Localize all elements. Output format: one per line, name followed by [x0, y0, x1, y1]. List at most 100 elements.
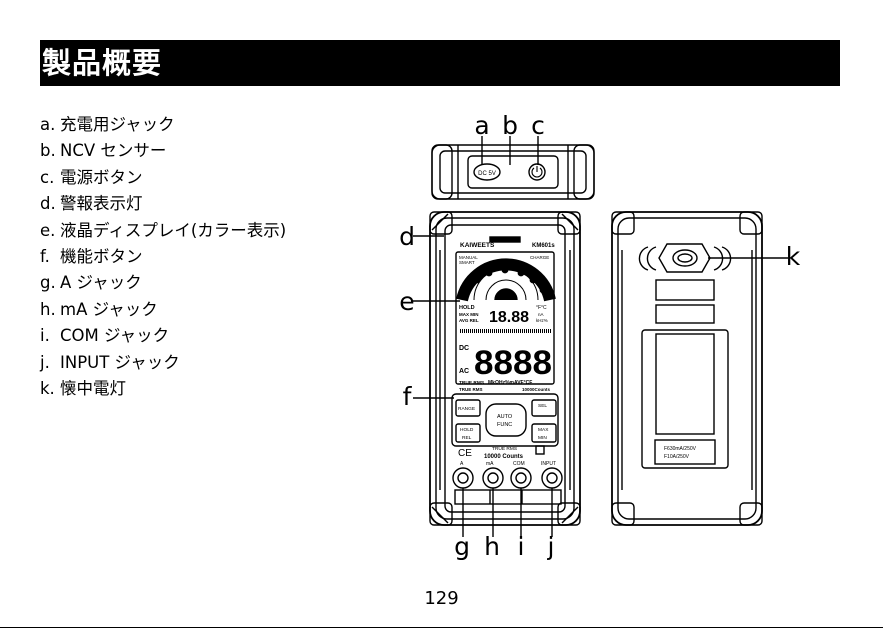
legend-letter: c. — [40, 167, 55, 187]
lcd-maxmin: MAX MIN — [459, 312, 479, 317]
legend-text: 機能ボタン — [60, 246, 143, 266]
legend-text: mA ジャック — [60, 299, 158, 319]
ma-jack — [482, 467, 504, 489]
legend-text: 電源ボタン — [60, 167, 143, 187]
fuse-label-1: F630mA/250V — [664, 446, 697, 452]
lcd-true-rms: TRUE RMS — [459, 380, 485, 386]
lcd-true-rms-2: TRUE RMS — [459, 387, 483, 392]
legend-item-h: h.mA ジャック — [40, 297, 286, 323]
lcd-manual: MANUAL — [459, 255, 478, 260]
callout-i: i — [518, 532, 525, 561]
legend-text: A ジャック — [60, 273, 142, 293]
legend-letter: b. — [40, 141, 56, 161]
rel-label: REL — [462, 435, 472, 441]
callout-c: c — [531, 111, 545, 140]
callout-k: k — [786, 242, 801, 271]
auto-func-button[interactable] — [485, 403, 527, 437]
ce-mark: CE — [458, 448, 472, 459]
legend-item-f: f. 機能ボタン — [40, 244, 286, 270]
legend-item-i: i. COM ジャック — [40, 323, 286, 349]
legend-text: NCV センサー — [60, 141, 167, 161]
legend-item-j: j. INPUT ジャック — [40, 350, 286, 376]
legend-letter: i. — [40, 326, 50, 346]
legend-item-k: k.懐中電灯 — [40, 376, 286, 402]
legend-letter: d. — [40, 194, 56, 214]
jack-com-label: COM — [513, 461, 525, 467]
com-jack — [510, 467, 532, 489]
sel-button[interactable] — [531, 399, 557, 417]
callout-d: d — [399, 222, 415, 251]
power-button-icon — [528, 163, 546, 181]
front-view — [429, 211, 581, 526]
footer-line — [0, 627, 883, 628]
model-label: KM601s — [532, 243, 555, 249]
legend-list: a.充電用ジャック b.NCV センサー c.電源ボタン d.警報表示灯 e.液… — [40, 112, 286, 402]
legend-text: COM ジャック — [60, 326, 170, 346]
panel-true-rms: TRUE RMS — [492, 446, 517, 452]
lcd-avgrel: AVG REL — [459, 318, 479, 323]
callout-a: a — [474, 111, 489, 140]
jack-input-label: INPUT — [541, 461, 556, 467]
fuse-label-2: F10A/250V — [664, 454, 690, 460]
legend-text: INPUT ジャック — [60, 352, 180, 372]
legend-letter: k. — [40, 378, 55, 398]
legend-text: 警報表示灯 — [60, 194, 143, 214]
panel-counts: 10000 Counts — [484, 454, 524, 460]
legend-letter: h. — [40, 299, 56, 319]
page-title: 製品概要 — [42, 46, 163, 80]
lcd-small-units-2: nA — [538, 312, 544, 317]
lcd-bottom-units: MkΩHz%mAVF°CF — [488, 380, 532, 386]
legend-item-a: a.充電用ジャック — [40, 112, 286, 138]
jack-a-label: A — [460, 461, 464, 467]
lcd-small-units-3: kHz% — [536, 318, 548, 323]
legend-letter: j. — [40, 352, 50, 372]
header-bar — [40, 40, 840, 86]
lcd-small-digits: 18.88 — [489, 309, 529, 326]
range-button[interactable] — [455, 399, 481, 417]
lcd-small-units-1: °F°C — [536, 305, 547, 311]
lcd-hold: HOLD — [459, 305, 475, 311]
legend-letter: g. — [40, 273, 56, 293]
top-view — [431, 144, 595, 200]
flashlight-icon — [658, 243, 711, 273]
legend-text: 液晶ディスプレイ(カラー表示) — [60, 220, 287, 240]
func-label: FUNC — [497, 422, 512, 428]
legend-item-d: d.警報表示灯 — [40, 191, 286, 217]
lcd-charge: CHARGE — [530, 255, 549, 260]
legend-item-e: e.液晶ディスプレイ(カラー表示) — [40, 218, 286, 244]
sel-label: SEL — [538, 403, 547, 409]
hold-label: HOLD — [460, 427, 474, 433]
back-view — [611, 211, 763, 526]
brand-label: KAIWEETS — [460, 242, 495, 249]
lcd-smart: SMART — [459, 260, 475, 265]
hold-rel-button[interactable] — [455, 423, 481, 443]
legend-item-c: c.電源ボタン — [40, 165, 286, 191]
legend-letter: f. — [40, 246, 50, 266]
legend-text: 充電用ジャック — [60, 115, 175, 134]
page-number: 129 — [424, 588, 459, 609]
legend-letter: e. — [40, 220, 56, 240]
a-jack — [452, 467, 474, 489]
legend-item-b: b.NCV センサー — [40, 138, 286, 164]
jack-ma-label: mA — [486, 461, 494, 467]
min-label: MIN — [538, 435, 547, 441]
charge-port-icon — [473, 163, 501, 181]
legend-letter: a. — [40, 115, 56, 134]
lcd-ac: AC — [459, 368, 469, 375]
lcd-big-digits: 8888 — [474, 344, 552, 382]
max-label: MAX — [538, 427, 549, 433]
max-min-button[interactable] — [531, 423, 557, 443]
callout-h: h — [484, 532, 500, 561]
callouts: a b c d e f g h i j k — [399, 111, 801, 561]
lcd-dc: DC — [459, 345, 469, 352]
callout-b: b — [502, 111, 518, 140]
input-jack — [541, 467, 563, 489]
auto-label: AUTO — [497, 414, 513, 420]
charge-port-label: DC 5V — [478, 171, 496, 177]
legend-item-g: g.A ジャック — [40, 270, 286, 296]
legend-text: 懐中電灯 — [60, 378, 126, 398]
callout-f: f — [403, 382, 413, 411]
range-label: RANGE — [458, 406, 475, 412]
callout-g: g — [454, 532, 470, 561]
